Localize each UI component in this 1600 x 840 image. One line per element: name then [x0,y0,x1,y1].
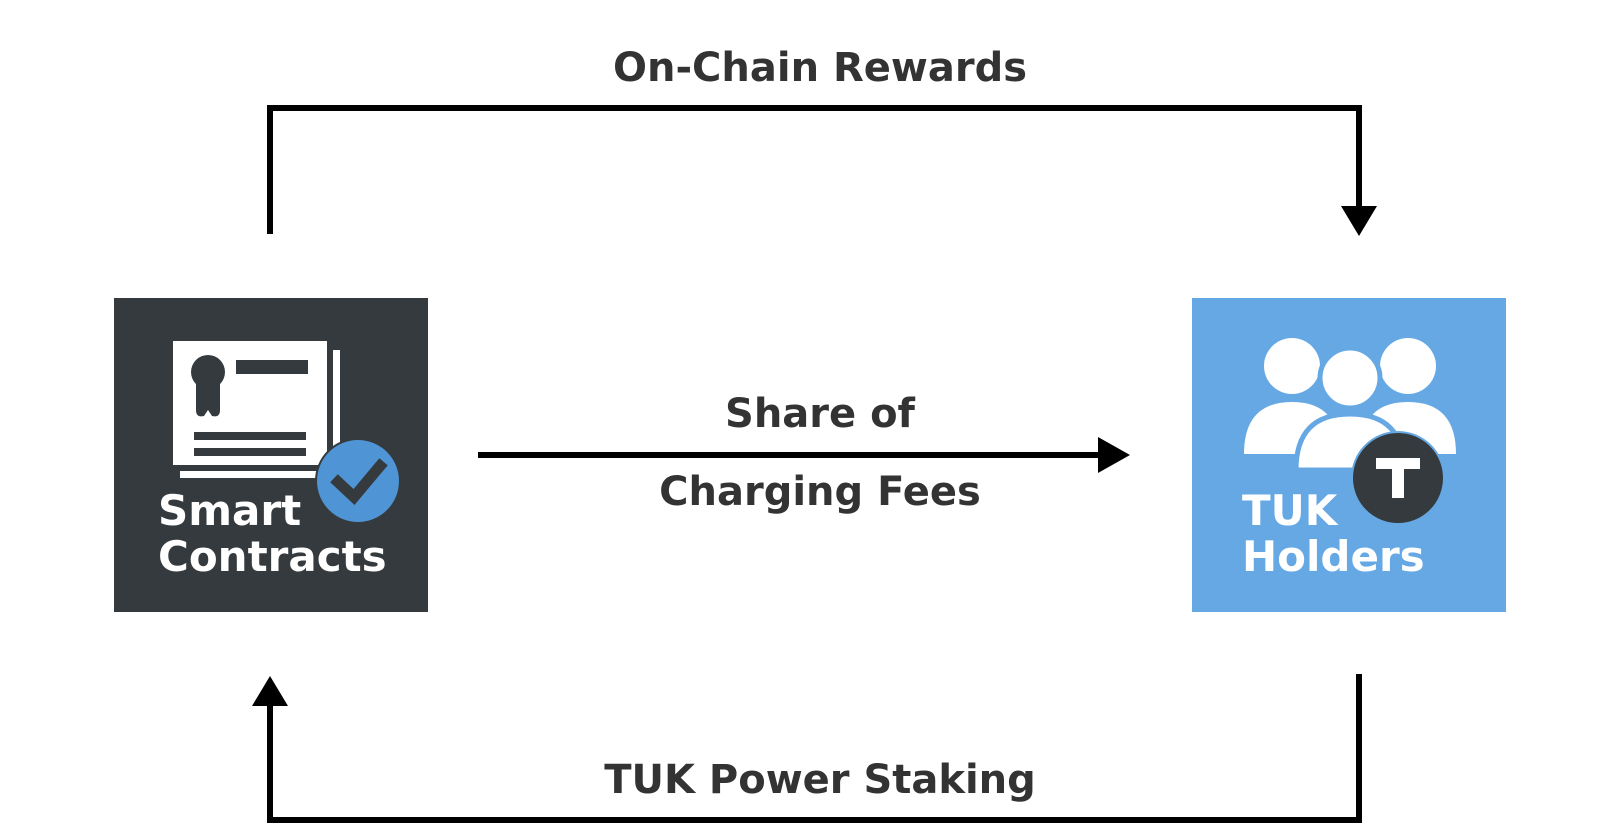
on-chain-rewards-label: On-Chain Rewards [612,45,1028,91]
check-badge-icon [315,438,401,524]
top-arrow-head [1341,206,1377,236]
smart-contracts-node: Smart Contracts [114,298,428,612]
contract-document-icon [167,335,401,524]
bottom-arrow-line [267,674,1362,823]
smart-contracts-label: Smart Contracts [158,486,387,582]
bottom-arrow-head [252,676,288,706]
tuk-power-staking-label: TUK Power Staking [604,757,1036,803]
top-arrow-line [267,105,1362,234]
middle-arrow-head [1098,437,1130,473]
token-badge-icon [1351,431,1445,525]
share-of-label: Share of [725,391,915,437]
charging-fees-label: Charging Fees [659,469,981,515]
tuk-holders-node: TUK Holders [1192,298,1506,612]
tuk-holders-label: TUK Holders [1242,486,1425,582]
people-group-icon [1244,338,1456,525]
